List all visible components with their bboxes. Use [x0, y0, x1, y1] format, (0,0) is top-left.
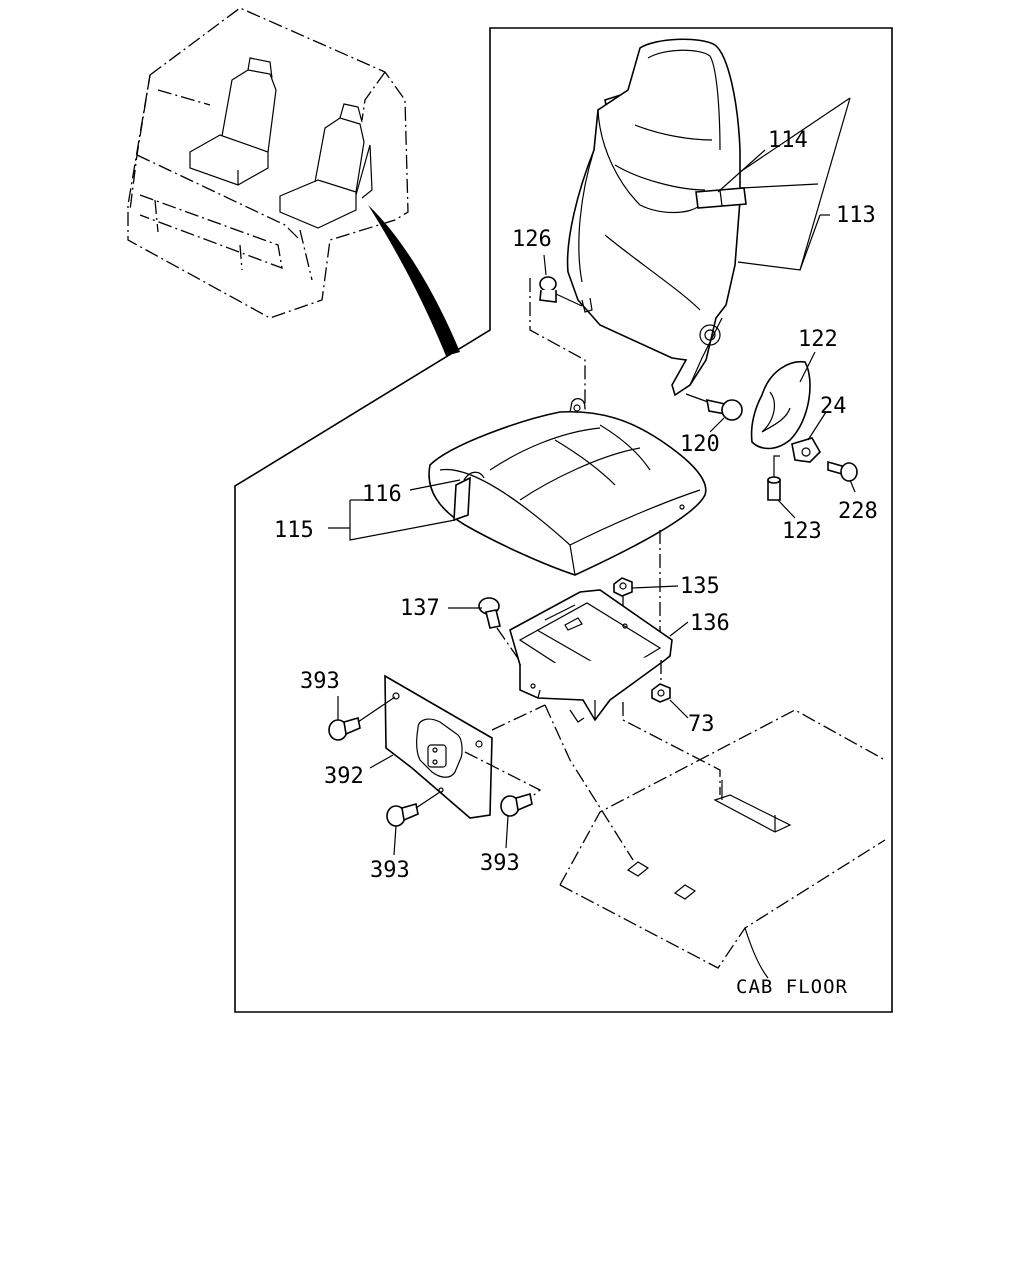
seat-back: [566, 38, 747, 397]
label-126: 126: [512, 227, 552, 252]
part-122-cover: [750, 361, 811, 450]
label-228: 228: [838, 499, 878, 524]
part-120-bolt: [685, 393, 743, 421]
label-137: 137: [400, 596, 440, 621]
cab-overview: [127, 7, 460, 356]
cab-floor: [559, 709, 886, 979]
part-24-clip: [791, 437, 821, 463]
part-393-bolt-bottom-left: [386, 791, 441, 827]
label-122: 122: [798, 327, 838, 352]
label-393-bottom-left: 393: [370, 858, 410, 883]
part-393-bolt-top: [328, 696, 396, 741]
label-cab-floor: CAB FLOOR: [736, 976, 848, 998]
seat-cushion: [428, 398, 707, 576]
detail-frame: [234, 27, 893, 1013]
label-392: 392: [324, 764, 364, 789]
label-393-top: 393: [300, 669, 340, 694]
label-73: 73: [688, 712, 715, 737]
part-126-pin: [539, 276, 583, 307]
part-393-bolt-bottom-right: [500, 792, 533, 817]
part-73-nut: [651, 660, 671, 703]
label-393-bottom-right: 393: [480, 851, 520, 876]
label-114: 114: [768, 128, 808, 153]
part-123-screw: [767, 455, 781, 501]
part-136-bracket: [509, 589, 673, 723]
label-135: 135: [680, 574, 720, 599]
label-113: 113: [836, 203, 876, 228]
leader-lines: [328, 97, 856, 856]
label-115: 115: [274, 518, 314, 543]
label-24: 24: [820, 394, 847, 419]
part-228-bolt: [827, 460, 858, 482]
label-136: 136: [690, 611, 730, 636]
label-120: 120: [680, 432, 720, 457]
label-123: 123: [782, 519, 822, 544]
label-116: 116: [362, 482, 402, 507]
